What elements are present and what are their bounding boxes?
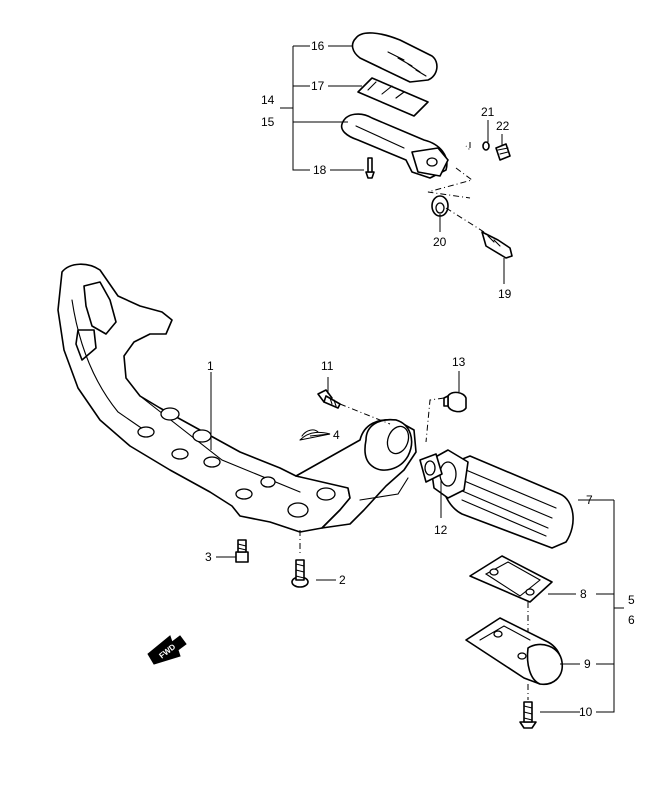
bolt-19: [481, 231, 513, 259]
pivot-bore: [386, 425, 410, 455]
mount-hole: [192, 429, 212, 443]
callout-11: 11: [321, 359, 334, 373]
callout-15: 15: [261, 115, 275, 129]
callout-16: 16: [311, 39, 325, 53]
spring-22: [495, 143, 511, 161]
assembly-line: [339, 403, 391, 425]
callout-20: 20: [433, 235, 447, 249]
mount-hole: [160, 407, 180, 421]
callout-2: 2: [339, 573, 346, 587]
callout-17: 17: [311, 79, 325, 93]
mount-hole: [235, 488, 253, 500]
callout-3: 3: [205, 550, 212, 564]
leader-lines: [210, 45, 624, 713]
mount-hole: [203, 456, 221, 468]
callout-1: 1: [207, 359, 214, 373]
callout-12: 12: [434, 523, 448, 537]
mount-hole: [287, 502, 309, 518]
assembly-line: [425, 397, 445, 443]
callout-8: 8: [580, 587, 587, 601]
fwd-arrow-icon: FWD: [147, 635, 187, 665]
callout-6: 6: [628, 613, 635, 627]
screw-10: [519, 701, 537, 729]
footrest-bracket: [57, 263, 417, 533]
callout-5: 5: [628, 593, 635, 607]
callout-13: 13: [452, 355, 466, 369]
cap-13: [443, 391, 467, 413]
assembly-line: [427, 167, 474, 199]
spacer-washer: [419, 453, 443, 483]
assembly-line: [465, 142, 471, 152]
callout-14: 14: [261, 93, 275, 107]
cotter-pin: [299, 429, 331, 441]
screw-18: [365, 157, 375, 179]
callout-21: 21: [481, 105, 495, 119]
mount-hole: [137, 426, 155, 438]
footrest-base: [465, 617, 564, 686]
assembly-line: [445, 207, 485, 233]
mount-hole: [171, 448, 189, 460]
callout-19: 19: [498, 287, 512, 301]
callout-4: 4: [333, 428, 340, 442]
washer-20: [431, 195, 449, 217]
rubber-pad-16: [351, 32, 438, 83]
callout-22: 22: [496, 119, 510, 133]
mount-hole: [316, 487, 336, 501]
callout-18: 18: [313, 163, 327, 177]
callout-10: 10: [579, 705, 593, 719]
bolt-11: [317, 389, 341, 409]
callout-7: 7: [586, 493, 593, 507]
plate-17: [357, 77, 429, 117]
footrest-rubber: [429, 449, 574, 549]
footrest-15: [340, 113, 449, 179]
clip-21: [482, 141, 490, 151]
screw-3: [235, 539, 249, 563]
callout-9: 9: [584, 657, 591, 671]
screw-2: [291, 559, 309, 588]
footrest-plate: [469, 555, 553, 603]
mount-hole: [260, 476, 276, 488]
